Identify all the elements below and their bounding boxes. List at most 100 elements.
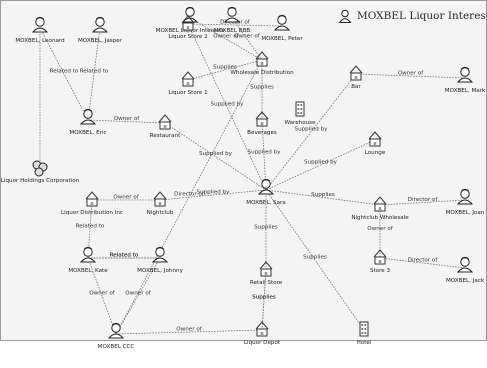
link-label: Related to bbox=[110, 253, 139, 259]
entity-label: Liquor Store 1 bbox=[168, 90, 208, 96]
link-label: Supplies bbox=[311, 192, 335, 198]
entity-label: MOXBEL CCC bbox=[98, 344, 135, 350]
link-line bbox=[265, 189, 365, 331]
link-label: Supplies bbox=[252, 295, 276, 301]
entity-node[interactable]: MOXBEL, Jack bbox=[446, 256, 485, 285]
person-icon bbox=[79, 246, 97, 263]
link-label: Owner of bbox=[114, 116, 140, 122]
entity-node[interactable]: MOXBEL, Joan bbox=[446, 188, 485, 217]
person-icon bbox=[456, 256, 474, 273]
entity-node[interactable]: Wholesale Distribution bbox=[230, 51, 294, 76]
link-line bbox=[164, 122, 267, 191]
link-label: Supplies bbox=[213, 65, 237, 71]
entity-label: Liquor Store 2 bbox=[168, 34, 207, 40]
house-icon bbox=[349, 65, 363, 81]
house-icon bbox=[255, 51, 269, 67]
person-icon bbox=[338, 8, 352, 23]
link-line bbox=[39, 27, 89, 121]
link-label: Supplied by bbox=[197, 190, 231, 196]
link-label: Supplies bbox=[254, 225, 278, 231]
entity-label: Bar bbox=[351, 84, 361, 90]
house-icon bbox=[368, 131, 382, 147]
house-icon bbox=[85, 191, 99, 207]
house-icon bbox=[158, 114, 172, 130]
entity-node[interactable]: Liquor Store 2 bbox=[168, 15, 208, 40]
house-icon bbox=[181, 15, 195, 31]
link-line bbox=[87, 27, 101, 121]
entity-label: MOXBEL, Eric bbox=[69, 130, 106, 136]
entity-label: Liquor Depot bbox=[244, 340, 281, 346]
entity-label: MOXBEL, Jasper bbox=[78, 38, 123, 44]
entity-node[interactable]: MOXBEL, Mark bbox=[445, 66, 486, 95]
group-icon bbox=[32, 160, 48, 177]
entity-node[interactable]: Warehouse bbox=[284, 101, 316, 126]
entity-node[interactable]: MOXBEL, Jasper bbox=[78, 16, 123, 45]
entity-node[interactable]: Retail Store bbox=[250, 261, 283, 286]
entity-node[interactable]: Liquor Depot bbox=[244, 321, 281, 346]
link-label: Owner of bbox=[89, 291, 115, 297]
entity-node[interactable]: Liquor Store 1 bbox=[168, 71, 208, 96]
diagram-frame bbox=[0, 0, 487, 341]
entity-label: MOXBEL, Kate bbox=[68, 268, 108, 274]
entity-label: Liquor Distribution Inc bbox=[61, 210, 123, 216]
link-line bbox=[265, 73, 357, 191]
entity-node[interactable]: MOXBEL CCC bbox=[98, 322, 135, 351]
entity-label: Beverages bbox=[247, 130, 277, 136]
person-icon bbox=[456, 66, 474, 83]
entity-label: MOXBEL, Mark bbox=[445, 88, 486, 94]
entity-label: Wholesale Distribution bbox=[230, 70, 294, 76]
person-icon bbox=[456, 188, 474, 205]
link-label: Supplied by bbox=[248, 150, 282, 156]
entity-label: MOXBEL, Leonard bbox=[15, 38, 65, 44]
person-icon bbox=[273, 14, 291, 31]
entity-label: Store 3 bbox=[370, 268, 391, 274]
entity-label: Lounge bbox=[365, 150, 386, 156]
house-icon bbox=[373, 249, 387, 265]
link-label: Owner of bbox=[398, 71, 424, 77]
entity-label: Restaurant bbox=[150, 133, 181, 139]
person-icon bbox=[31, 16, 49, 33]
link-line bbox=[265, 189, 381, 206]
entity-node[interactable]: Bar bbox=[349, 65, 363, 90]
link-label: Owner of bbox=[213, 34, 239, 40]
entity-node[interactable]: MOXBEL, Peter bbox=[261, 14, 303, 43]
entity-node[interactable]: MOXBEL, Sara bbox=[246, 178, 286, 207]
entity-label: Hotel bbox=[357, 340, 372, 346]
person-icon bbox=[91, 16, 109, 33]
entity-node[interactable]: MOXBEL, Eric bbox=[69, 108, 107, 137]
house-icon bbox=[373, 196, 387, 212]
link-label: Owner of bbox=[367, 226, 393, 232]
entity-label: Nightclub Wholesale bbox=[351, 215, 409, 221]
entity-node[interactable]: MOXBEL, Kate bbox=[68, 246, 108, 275]
entity-label: MOXBEL, Jack bbox=[446, 278, 485, 284]
link-line bbox=[265, 139, 376, 191]
entity-node[interactable]: Restaurant bbox=[150, 114, 181, 139]
house-icon bbox=[259, 261, 273, 277]
link-line bbox=[159, 189, 267, 201]
entity-node[interactable]: Store 3 bbox=[370, 249, 391, 274]
link-line bbox=[187, 59, 263, 81]
entity-node[interactable]: MOXBEL, Leonard bbox=[15, 16, 65, 45]
person-icon bbox=[79, 108, 97, 125]
link-label: Supplied by bbox=[211, 102, 245, 108]
diagram-title: MOXBEL Liquor Interests bbox=[357, 10, 487, 22]
link-label: Owner of bbox=[125, 291, 151, 297]
link-line bbox=[379, 199, 466, 206]
entity-label: MOXBEL BBB bbox=[214, 28, 251, 34]
entity-node[interactable]: Lounge bbox=[365, 131, 386, 156]
entity-node[interactable]: Beverages bbox=[247, 111, 277, 136]
link-line bbox=[115, 257, 161, 335]
entity-label: MOXBEL, Joan bbox=[446, 210, 485, 216]
link-line bbox=[87, 257, 117, 335]
entity-node[interactable]: Liquor Holdings Corporation bbox=[1, 160, 80, 184]
entity-node[interactable]: Liquor Distribution Inc bbox=[61, 191, 123, 216]
link-label: Supplied by bbox=[295, 127, 329, 133]
entity-node[interactable]: Nightclub Wholesale bbox=[351, 196, 409, 221]
entity-node[interactable]: MOXBEL, Johnny bbox=[137, 246, 184, 275]
entity-label: MOXBEL, Sara bbox=[246, 200, 285, 206]
entity-node[interactable]: MOXBEL BBB bbox=[214, 6, 251, 35]
entity-label: MOXBEL, Johnny bbox=[137, 268, 183, 274]
entity-node[interactable]: Hotel bbox=[357, 321, 372, 346]
entity-node[interactable]: Nightclub bbox=[147, 191, 174, 216]
link-label: Related to bbox=[110, 253, 139, 259]
